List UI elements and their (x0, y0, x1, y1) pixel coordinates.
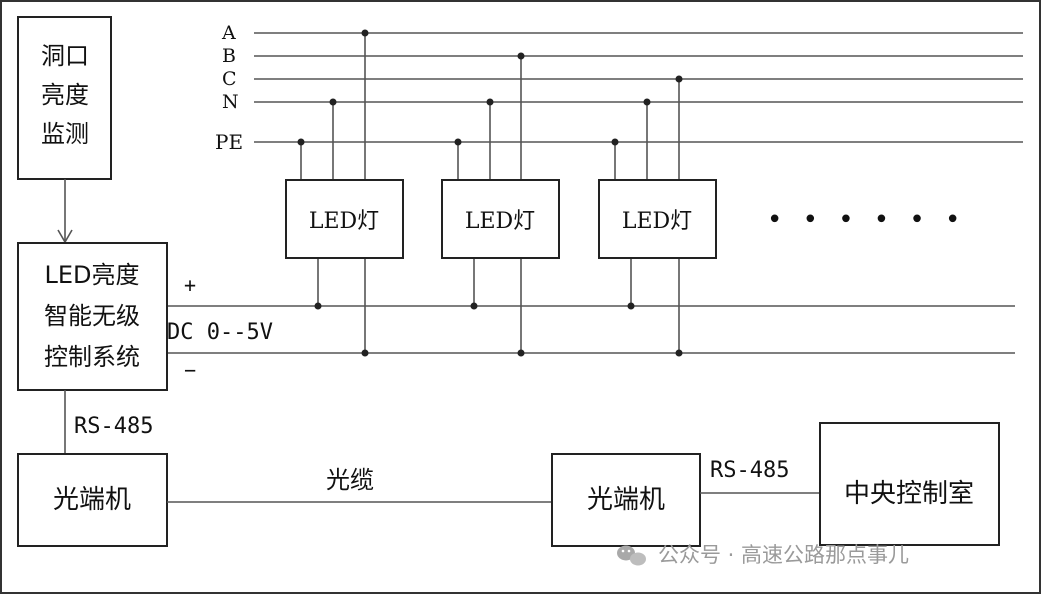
junction-dot (297, 138, 305, 146)
dc-voltage-label: DC 0--5V (167, 320, 273, 345)
bus-label-pe: PE (215, 130, 243, 154)
dc-plus-label: + (184, 273, 196, 297)
controller-label-line-2: 智能无级 (44, 302, 140, 330)
central-control-room-box: 中央控制室 (819, 422, 1000, 546)
monitor-label-line-3: 监测 (41, 120, 89, 148)
dc-lines: + DC 0--5V − (167, 273, 1015, 382)
junction-dot (517, 349, 525, 357)
watermark-text: 公众号 · 高速公路那点事儿 (658, 543, 909, 567)
lamp-2-wiring (454, 52, 525, 357)
dc-minus-label: − (184, 358, 196, 382)
bus-label-b: B (222, 45, 236, 67)
power-bus: A B C N PE (215, 22, 1023, 154)
lamp-3-wiring (611, 75, 683, 357)
lamp-box-2: LED灯 (441, 179, 560, 259)
junction-dot (486, 98, 494, 106)
led-brightness-controller-box: LED亮度 智能无级 控制系统 (17, 242, 168, 391)
junction-dot (611, 138, 619, 146)
junction-dot (627, 302, 635, 310)
tunnel-brightness-monitor-box: 洞口 亮度 监测 (17, 16, 112, 180)
junction-dot (314, 302, 322, 310)
continuation-dots: • • • • • • (767, 205, 966, 235)
bus-label-c: C (222, 68, 237, 90)
junction-dot (517, 52, 525, 60)
junction-dot (675, 349, 683, 357)
lamp-label-2: LED灯 (465, 209, 535, 234)
bus-label-n: N (222, 91, 239, 113)
controller-label-line-1: LED亮度 (44, 261, 139, 289)
monitor-to-controller-arrow (57, 179, 73, 244)
junction-dot (454, 138, 462, 146)
lamp-label-3: LED灯 (622, 209, 692, 234)
lamp-box-1: LED灯 (285, 179, 404, 259)
watermark: 公众号 · 高速公路那点事儿 (617, 543, 909, 567)
wechat-icon (617, 545, 646, 566)
optical-terminal-right-label: 光端机 (587, 485, 665, 515)
bus-label-a: A (221, 22, 236, 44)
central-control-room-label: 中央控制室 (844, 479, 974, 509)
controller-label-line-3: 控制系统 (44, 343, 140, 371)
optical-terminal-right-box: 光端机 (551, 453, 701, 547)
fiber-cable-label: 光缆 (326, 466, 374, 494)
lamp-box-3: LED灯 (598, 179, 717, 259)
optical-terminal-left-box: 光端机 (17, 453, 168, 547)
monitor-label-line-1: 洞口 (41, 42, 89, 70)
rs485-right-label: RS-485 (710, 458, 789, 483)
junction-dot (361, 29, 369, 37)
lamp-label-1: LED灯 (309, 209, 379, 234)
junction-dot (329, 98, 337, 106)
junction-dot (361, 349, 369, 357)
monitor-label-line-2: 亮度 (41, 81, 89, 109)
lamp-1-wiring (297, 29, 369, 357)
optical-terminal-left-label: 光端机 (53, 485, 131, 515)
rs485-left-label: RS-485 (74, 414, 153, 439)
junction-dot (675, 75, 683, 83)
junction-dot (470, 302, 478, 310)
junction-dot (643, 98, 651, 106)
